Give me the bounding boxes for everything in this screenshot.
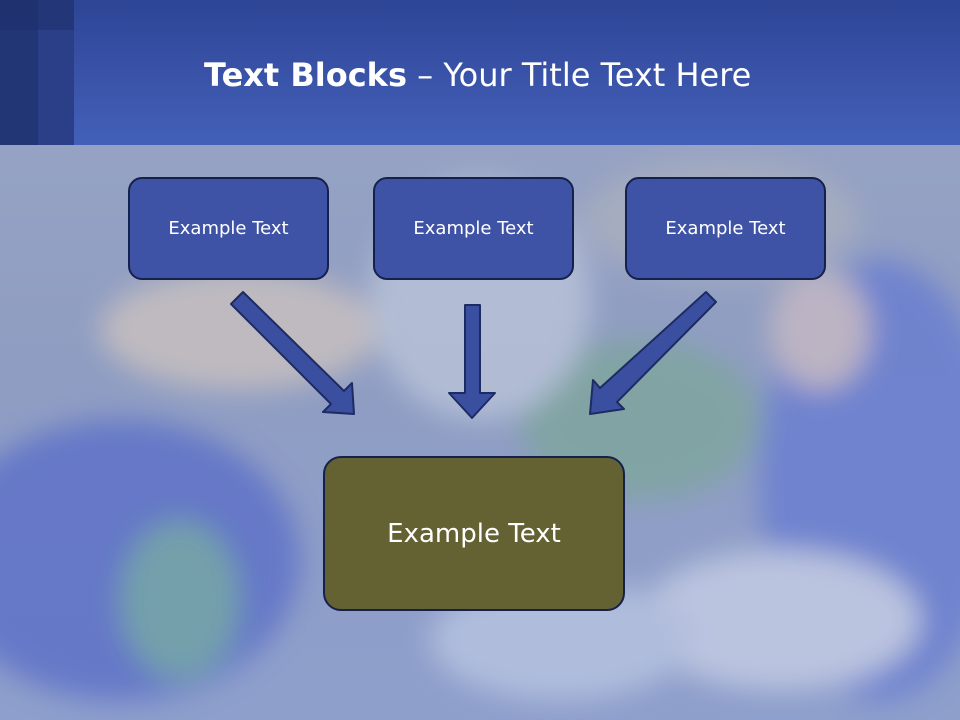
- text-block-bottom-label: Example Text: [387, 518, 561, 549]
- text-block-top-left-label: Example Text: [168, 218, 289, 239]
- title-bar: [0, 0, 960, 145]
- text-block-bottom[interactable]: Example Text: [323, 456, 625, 611]
- title-bar-accent-top: [0, 0, 74, 30]
- slide-title-rest: Your Title Text Here: [443, 56, 752, 94]
- text-block-top-right[interactable]: Example Text: [625, 177, 826, 280]
- slide-title[interactable]: Text Blocks – Your Title Text Here: [204, 54, 751, 96]
- slide-title-bold: Text Blocks: [204, 56, 407, 94]
- text-block-top-center-label: Example Text: [413, 218, 534, 239]
- slide-title-separator: –: [407, 56, 444, 94]
- arrow-right[interactable]: [589, 291, 717, 415]
- arrow-center[interactable]: [448, 304, 496, 419]
- text-block-top-right-label: Example Text: [665, 218, 786, 239]
- text-block-top-left[interactable]: Example Text: [128, 177, 329, 280]
- text-block-top-center[interactable]: Example Text: [373, 177, 574, 280]
- arrow-left[interactable]: [230, 291, 355, 415]
